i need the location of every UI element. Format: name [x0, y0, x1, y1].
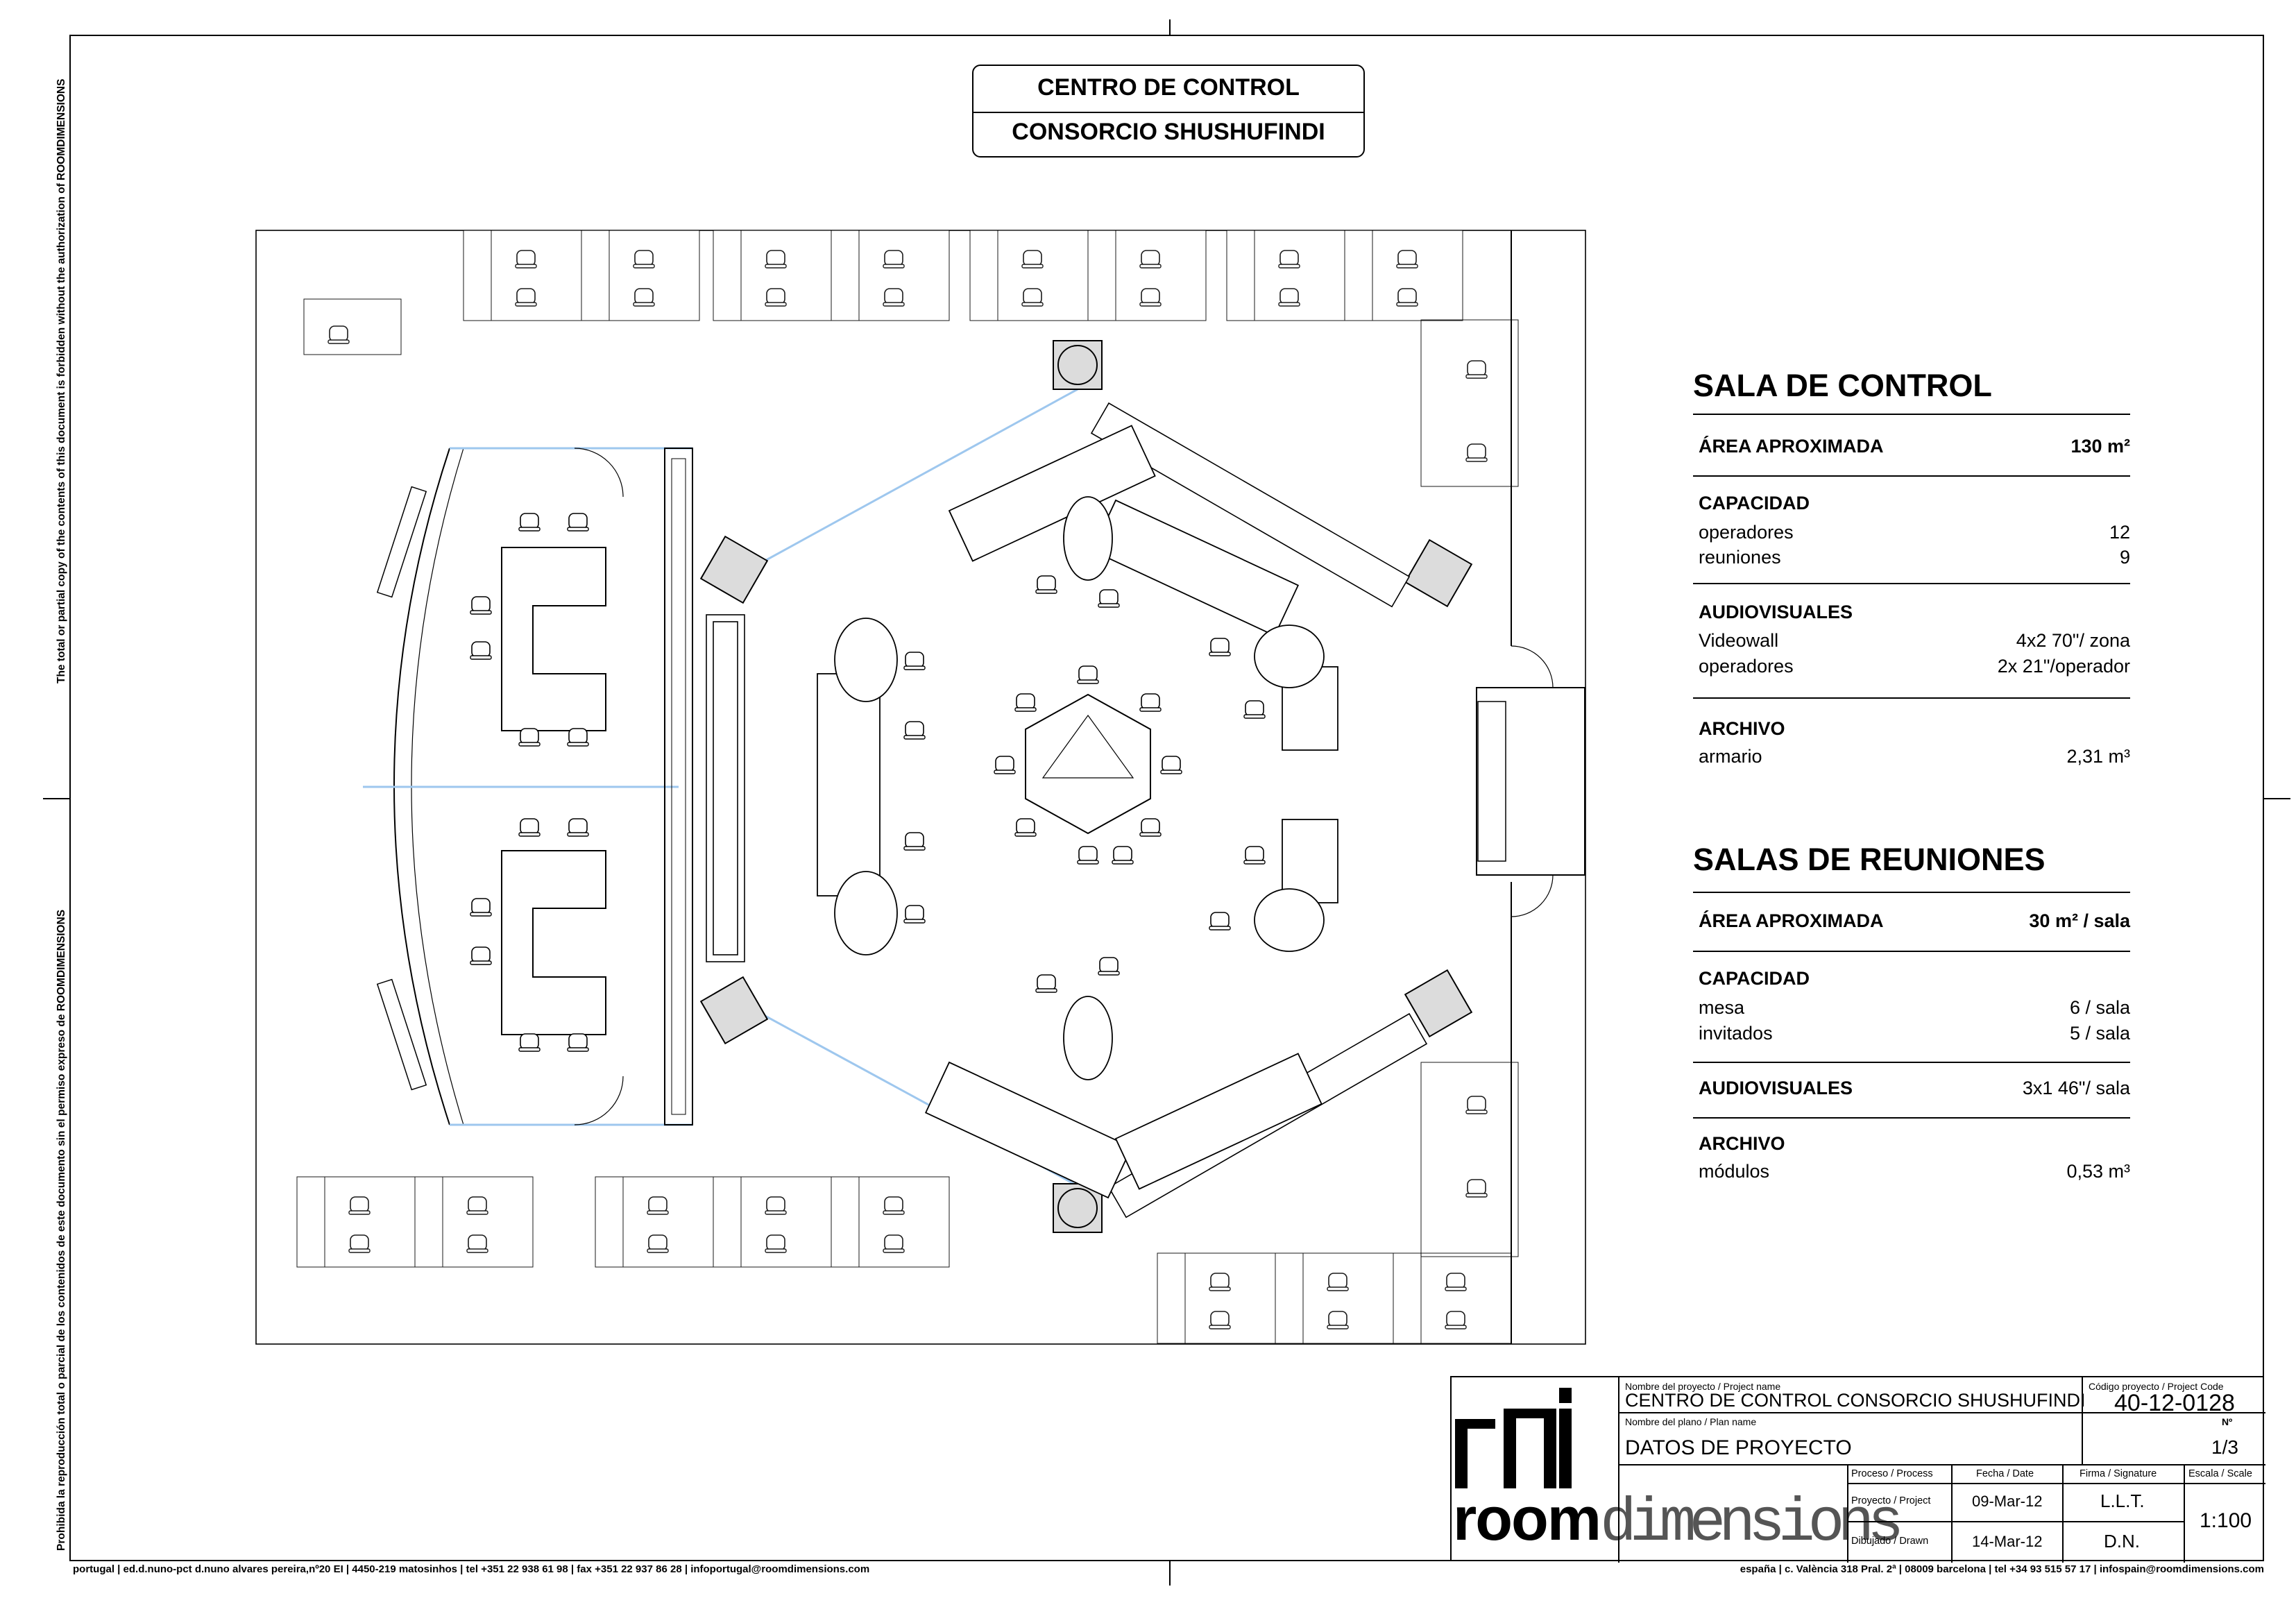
- copyright-note-spanish: Prohibida la reproducción total o parcia…: [56, 909, 67, 1551]
- row-project-signature: L.L.T.: [2100, 1490, 2145, 1511]
- company-logo: [1455, 1381, 1615, 1488]
- title-line-1: CENTRO DE CONTROL: [1037, 74, 1300, 101]
- title-block: roomdimensions Nombre del proyecto / Pro…: [1450, 1376, 2265, 1563]
- row-drawn-date: 14-Mar-12: [1972, 1533, 2043, 1550]
- scale-header: Escala / Scale: [2188, 1468, 2252, 1479]
- divider: [1693, 475, 2130, 477]
- signature-header: Firma / Signature: [2080, 1468, 2157, 1479]
- project-code-label: Código proyecto / Project Code: [2089, 1381, 2224, 1392]
- process-header: Proceso / Process: [1851, 1468, 1933, 1479]
- scale-value: 1:100: [2200, 1509, 2252, 1532]
- sala-control-heading: SALA DE CONTROL: [1693, 368, 1992, 403]
- plan-number: 1/3: [2211, 1436, 2238, 1458]
- center-tick-right: [2264, 798, 2290, 799]
- title-box: CENTRO DE CONTROL CONSORCIO SHUSHUFINDI: [972, 65, 1365, 158]
- control-area-row: ÁREA APROXIMADA 130 m²: [1699, 436, 2130, 459]
- central-meeting-table: [994, 665, 1182, 865]
- plan-name: DATOS DE PROYECTO: [1625, 1436, 1852, 1459]
- center-tick-top: [1169, 19, 1171, 35]
- plan-name-label: Nombre del plano / Plan name: [1625, 1416, 1757, 1427]
- meeting-archive-label: ARCHIVO: [1699, 1133, 1785, 1154]
- divider: [1693, 583, 2130, 584]
- center-tick-bottom: [1169, 1561, 1171, 1586]
- control-area-label: ÁREA APROXIMADA: [1699, 436, 1884, 457]
- row-project-label: Proyecto / Project: [1851, 1495, 1931, 1506]
- title-line-2: CONSORCIO SHUSHUFINDI: [1012, 119, 1325, 145]
- office-area-right: [1420, 319, 1519, 1257]
- meeting-capacity-label: CAPACIDAD: [1699, 968, 1810, 989]
- project-name-label: Nombre del proyecto / Project name: [1625, 1381, 1781, 1392]
- project-code: 40-12-0128: [2114, 1390, 2235, 1416]
- operator-consoles: [817, 425, 1338, 1199]
- number-label: Nº: [2222, 1416, 2233, 1427]
- row-drawn-signature: D.N.: [2104, 1531, 2140, 1552]
- office-area-top: [303, 230, 1463, 355]
- divider: [1693, 414, 2130, 415]
- logo-wordmark: roomdimensions: [1453, 1484, 1904, 1558]
- footer-portugal: portugal | ed.d.nuno-pct d.nuno alvares …: [73, 1563, 870, 1575]
- project-name: CENTRO DE CONTROL CONSORCIO SHUSHUFINDI: [1625, 1390, 2086, 1411]
- drawing-frame: [69, 35, 2264, 1561]
- entrance-door: [1476, 645, 1585, 917]
- structural-columns: [699, 340, 1473, 1233]
- floor-plan: [255, 230, 1586, 1345]
- control-capacity-label: CAPACIDAD: [1699, 493, 1810, 513]
- row-project-date: 09-Mar-12: [1972, 1493, 2043, 1510]
- center-tick-left: [43, 798, 69, 799]
- divider: [1693, 1062, 2130, 1063]
- row-drawn-label: Dibujado / Drawn: [1851, 1536, 1929, 1547]
- control-av-label: AUDIOVISUALES: [1699, 602, 1853, 622]
- salas-reuniones-heading: SALAS DE REUNIONES: [1693, 842, 2046, 877]
- divider: [1693, 892, 2130, 893]
- divider: [1693, 697, 2130, 699]
- date-header: Fecha / Date: [1976, 1468, 2034, 1479]
- meeting-rooms: [363, 447, 693, 1126]
- title-separator: [973, 112, 1363, 113]
- divider: [1693, 1117, 2130, 1119]
- divider: [1693, 951, 2130, 952]
- control-archive-label: ARCHIVO: [1699, 718, 1785, 739]
- footer-spain: españa | c. València 318 Pral. 2ª | 0800…: [1740, 1563, 2264, 1575]
- copyright-note-english: The total or partial copy of the content…: [56, 78, 67, 683]
- control-area-value: 130 m²: [2070, 436, 2130, 457]
